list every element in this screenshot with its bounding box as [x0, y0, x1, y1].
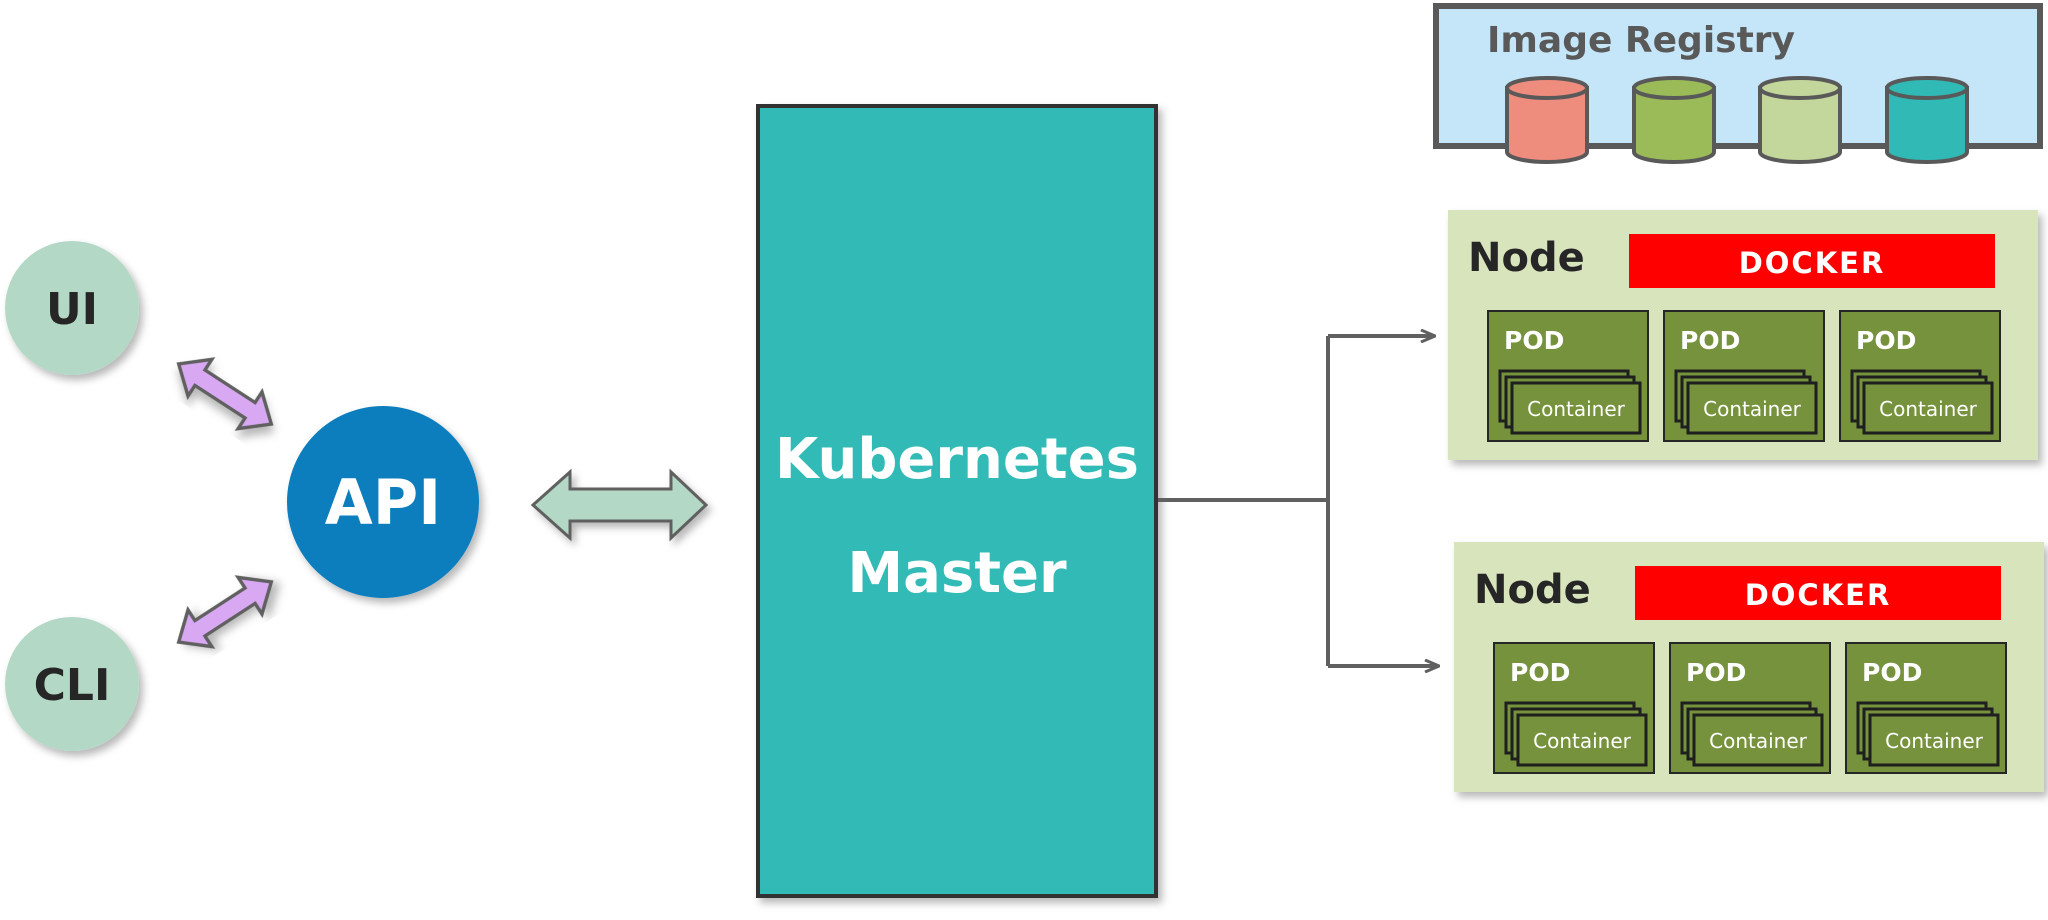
container-label: Container	[1885, 729, 1984, 753]
node-label: Node	[1474, 567, 1591, 613]
ui-client: UI	[5, 241, 139, 375]
master-label-line1: Kubernetes	[775, 427, 1139, 492]
pod: POD Container	[1487, 310, 1649, 442]
master-node-connectors	[1158, 336, 1438, 666]
pod: POD Container	[1493, 642, 1655, 774]
master-box	[756, 104, 1158, 898]
pod-label: POD	[1680, 326, 1740, 355]
ui-api-double-arrow	[176, 357, 274, 431]
container-label: Container	[1703, 397, 1802, 421]
container-stack: Container	[1498, 369, 1642, 435]
cli-api-double-arrow	[176, 575, 274, 649]
container-label: Container	[1533, 729, 1632, 753]
image-cylinder	[1505, 76, 1589, 164]
node-1: Node DOCKER POD Container POD Container POD Con…	[1448, 210, 2038, 460]
pod: POD Container	[1669, 642, 1831, 774]
api-circle	[287, 406, 479, 598]
registry-title: Image Registry	[1487, 20, 1795, 61]
docker-label: DOCKER	[1745, 578, 1892, 612]
container-stack: Container	[1850, 369, 1994, 435]
container-stack: Container	[1856, 701, 2000, 767]
master-label-line2: Master	[847, 541, 1067, 606]
pod: POD Container	[1845, 642, 2007, 774]
docker-runtime-bar	[1629, 234, 1995, 288]
pod: POD Container	[1663, 310, 1825, 442]
pod-label: POD	[1510, 658, 1570, 687]
container-stack: Container	[1504, 701, 1648, 767]
pod-label: POD	[1856, 326, 1916, 355]
docker-runtime-bar	[1635, 566, 2001, 620]
docker-label: DOCKER	[1739, 246, 1886, 280]
api-server: API	[287, 406, 479, 598]
image-cylinder	[1758, 76, 1842, 164]
container-label: Container	[1879, 397, 1978, 421]
cli-client-label: CLI	[34, 660, 111, 711]
pod-label: POD	[1862, 658, 1922, 687]
api-label: API	[325, 466, 442, 539]
container-label: Container	[1527, 397, 1626, 421]
cli-client: CLI	[5, 617, 139, 751]
container-label: Container	[1709, 729, 1808, 753]
node-2: Node DOCKER POD Container POD Container POD Con…	[1454, 542, 2044, 792]
registry-images	[1505, 76, 1969, 164]
ui-client-label: UI	[46, 284, 98, 335]
pod-label: POD	[1686, 658, 1746, 687]
api-master-double-arrow	[530, 468, 709, 542]
image-registry: Image Registry	[1433, 3, 2043, 164]
ui-client-circle	[5, 241, 139, 375]
node-label: Node	[1468, 235, 1585, 281]
pod-label: POD	[1504, 326, 1564, 355]
container-stack: Container	[1680, 701, 1824, 767]
image-cylinder	[1632, 76, 1716, 164]
kubernetes-master: Kubernetes Master	[756, 104, 1158, 898]
image-cylinder	[1885, 76, 1969, 164]
pod: POD Container	[1839, 310, 2001, 442]
container-stack: Container	[1674, 369, 1818, 435]
cli-client-circle	[5, 617, 139, 751]
